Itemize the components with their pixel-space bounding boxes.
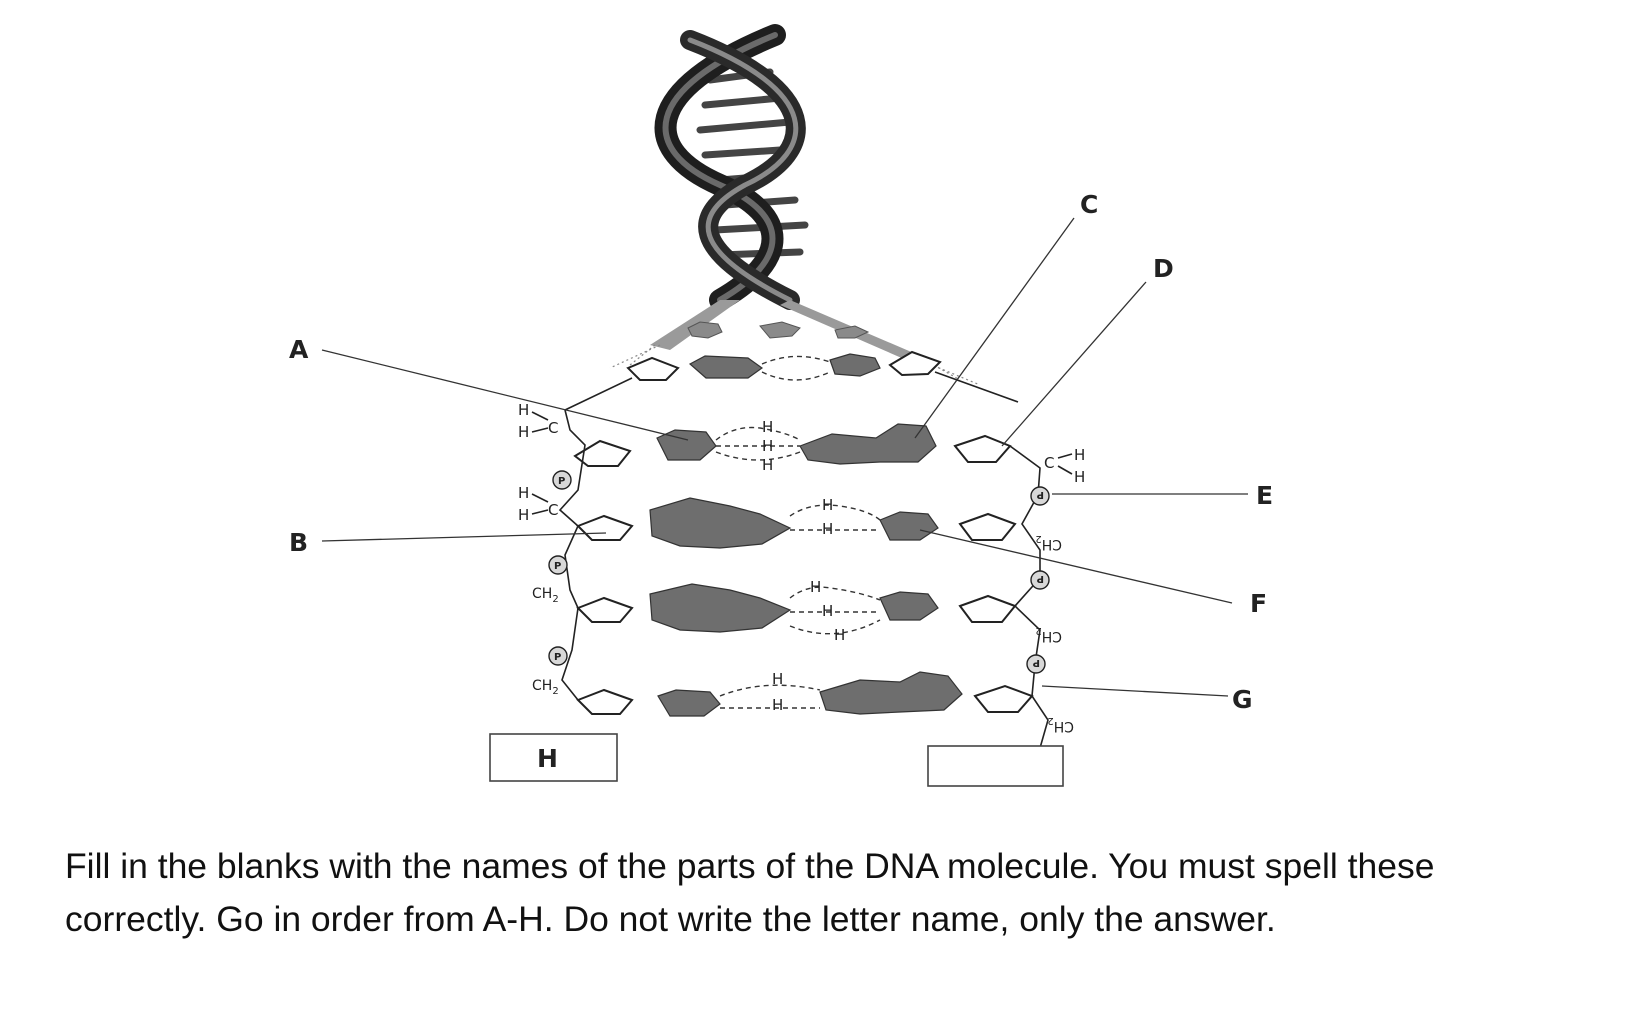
ch2-group: CH2 [532,586,559,605]
label-a: A [289,335,309,364]
base-pair-row-3: H H H [578,578,1015,644]
hydrogen-atom: H [518,484,529,502]
ch2-group: CH2 [532,678,559,697]
svg-text:P: P [1033,657,1040,668]
answer-box-blank [928,746,1063,786]
carbon-atom: C [1044,454,1054,472]
left-backbone: H H C H H C CH2 CH2 P P P [518,401,585,700]
label-h: H [537,744,558,773]
hydrogen-bond-atom: H [810,578,821,596]
svg-text:P: P [554,561,561,572]
ch2-group-inverted: CH2 [1047,715,1074,734]
label-c: C [1080,190,1098,219]
hydrogen-bond-atom: H [834,626,845,644]
hydrogen-bond-atom: H [772,670,783,688]
label-e: E [1256,481,1273,510]
phosphate-left-2: P [549,556,567,574]
hydrogen-bond-atom: H [772,696,783,714]
phosphate-right-2: P [1031,571,1049,589]
svg-text:P: P [554,652,561,663]
top-base-pair-layer [565,352,1018,410]
carbon-atom: C [548,501,558,519]
label-b: B [289,528,308,557]
hydrogen-bond-atom: H [822,496,833,514]
carbon-atom: C [548,419,558,437]
svg-text:P: P [558,476,565,487]
hydrogen-atom: H [1074,468,1085,486]
hydrogen-atom: H [1074,446,1085,464]
phosphate-left-3: P [549,647,567,665]
ch2-group-inverted: CH2 [1035,625,1062,644]
hydrogen-atom: H [518,506,529,524]
hydrogen-bond-atom: H [762,418,773,436]
hydrogen-atom: H [518,423,529,441]
phosphate-right-1: P [1031,487,1049,505]
hydrogen-bond-atom: H [822,520,833,538]
hydrogen-bond-atom: H [762,456,773,474]
answer-box-h: H [490,734,617,781]
double-helix [610,35,980,385]
svg-text:P: P [1037,489,1044,500]
label-f: F [1250,589,1267,618]
hydrogen-bond-atom: H [822,602,833,620]
instructions-text: Fill in the blanks with the names of the… [65,840,1545,946]
label-d: D [1153,254,1174,283]
base-pair-row-1: H H H [575,418,1010,474]
dna-diagram: H H H H H H H H H H H [0,0,1650,800]
base-pair-row-2: H H [578,496,1015,548]
base-pair-row-4: H H [578,670,1032,716]
hydrogen-atom: H [518,401,529,419]
label-g: G [1232,685,1253,714]
hydrogen-bond-atom: H [762,437,773,455]
phosphate-left-1: P [553,471,571,489]
phosphate-right-3: P [1027,655,1045,673]
svg-text:P: P [1037,573,1044,584]
